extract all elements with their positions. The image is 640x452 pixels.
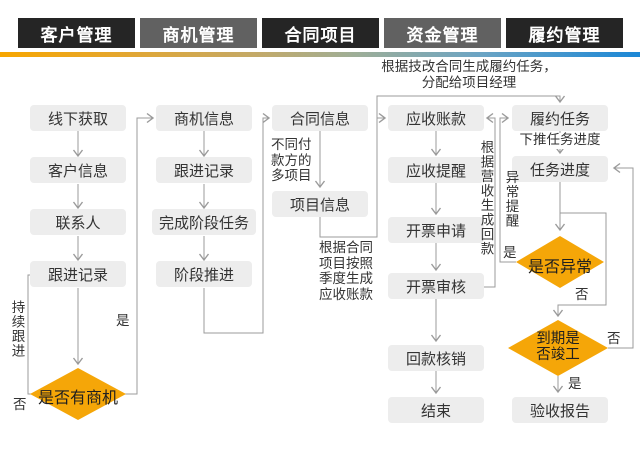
offline-acquisition-node: 线下获取 bbox=[30, 105, 126, 131]
followup-record-2-node: 跟进记录 bbox=[156, 157, 252, 183]
tab-performance-management[interactable]: 履约管理 bbox=[506, 18, 623, 48]
stage-advance-node: 阶段推进 bbox=[156, 261, 252, 287]
receivable-reminder-node: 应收提醒 bbox=[388, 157, 484, 183]
no-branch-label-customer: 否 bbox=[13, 397, 27, 413]
invoice-review-node: 开票审核 bbox=[388, 273, 484, 299]
opportunity-info-node: 商机信息 bbox=[156, 105, 252, 131]
tab-customer-management[interactable]: 客户管理 bbox=[18, 18, 135, 48]
due-completed-decision-label: 到期是否竣工 bbox=[536, 331, 580, 363]
multi-project-note: 不同付款方的多项目 bbox=[271, 137, 312, 184]
tab-opportunity-management[interactable]: 商机管理 bbox=[140, 18, 257, 48]
yes-branch-label-customer: 是 bbox=[116, 313, 130, 329]
has-opportunity-decision-label: 是否有商机 bbox=[37, 388, 118, 407]
keep-following-label: 持续跟进 bbox=[8, 300, 25, 358]
no-branch-label-abnormal: 否 bbox=[575, 287, 589, 303]
end-node: 结束 bbox=[388, 397, 484, 423]
receivable-node: 应收账款 bbox=[388, 105, 484, 131]
writeoff-node: 回款核销 bbox=[388, 345, 484, 371]
task-progress-node: 任务进度 bbox=[512, 156, 608, 182]
revenue-payback-note: 根据营收生成回款 bbox=[477, 140, 494, 256]
tab-fund-management[interactable]: 资金管理 bbox=[384, 18, 501, 48]
no-branch-label-due: 否 bbox=[607, 331, 621, 347]
push-task-progress-note: 下推任务进度 bbox=[516, 132, 604, 149]
followup-record-node: 跟进记录 bbox=[30, 261, 126, 287]
quarterly-receivable-note: 根据合同项目按照季度生成应收账款 bbox=[319, 240, 373, 303]
complete-stage-task-node: 完成阶段任务 bbox=[152, 209, 256, 235]
contact-person-node: 联系人 bbox=[30, 209, 126, 235]
project-info-node: 项目信息 bbox=[272, 191, 368, 217]
accent-gradient-bar bbox=[0, 52, 640, 57]
is-abnormal-decision-label: 是否异常 bbox=[527, 257, 592, 276]
yes-branch-label-abnormal: 是 bbox=[503, 245, 517, 261]
contract-info-node: 合同信息 bbox=[272, 105, 368, 131]
generate-performance-task-note: 根据技改合同生成履约任务，分配给项目经理 bbox=[381, 59, 557, 91]
customer-info-node: 客户信息 bbox=[30, 157, 126, 183]
tab-contract-project[interactable]: 合同项目 bbox=[262, 18, 379, 48]
acceptance-report-node: 验收报告 bbox=[512, 397, 608, 423]
performance-task-node: 履约任务 bbox=[512, 105, 608, 131]
invoice-request-node: 开票申请 bbox=[388, 217, 484, 243]
yes-branch-label-due: 是 bbox=[568, 376, 582, 392]
abnormal-alert-note: 异常提醒 bbox=[502, 170, 519, 228]
